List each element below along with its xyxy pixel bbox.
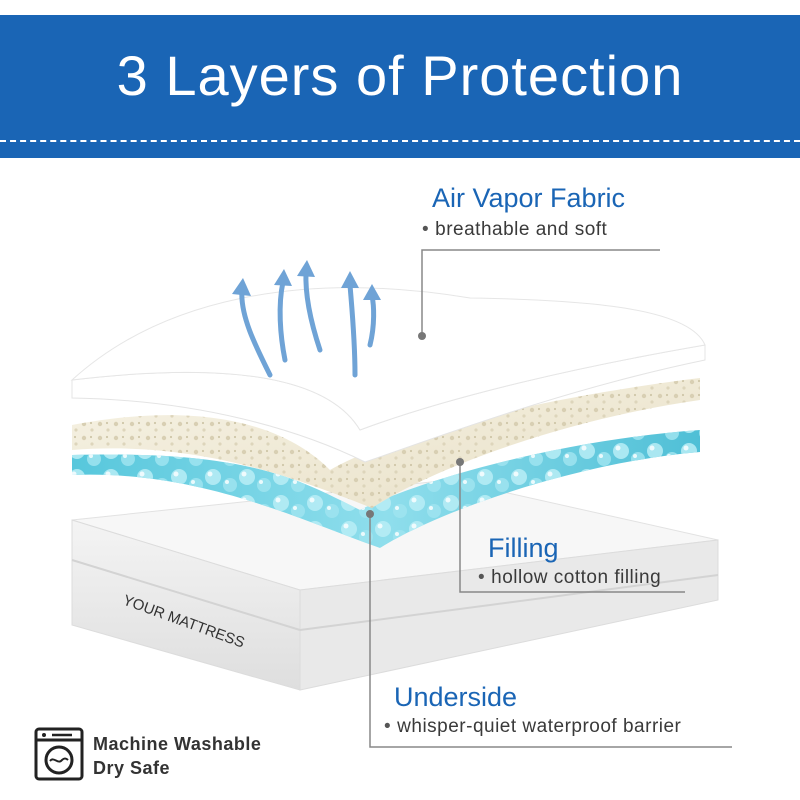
mattress: [71, 479, 719, 691]
layer-title-filling: Filling: [488, 533, 559, 563]
care-line-washable: Machine Washable: [93, 734, 262, 754]
page-title: 3 Layers of Protection: [116, 44, 684, 107]
airflow-arrowheads: [232, 260, 381, 300]
layer-subtitle-fabric: •breathable and soft: [422, 219, 608, 240]
washing-machine-icon: [34, 727, 84, 781]
layer-subtitle-filling: •hollow cotton filling: [478, 567, 662, 588]
leader-dot-underside: [366, 510, 374, 518]
bullet-icon: •: [384, 716, 392, 737]
leader-dot-fabric: [418, 332, 426, 340]
leader-dot-filling: [456, 458, 464, 466]
header-banner: 3 Layers of Protection: [0, 15, 800, 158]
layer-subtitle-underside: •whisper-quiet waterproof barrier: [384, 716, 682, 737]
bullet-icon: •: [478, 567, 486, 588]
cotton-filling-layer: [72, 378, 700, 508]
layer-title-fabric: Air Vapor Fabric: [432, 183, 626, 213]
cooling-layer: [72, 430, 700, 548]
bullet-icon: •: [422, 219, 430, 240]
layer-title-underside: Underside: [394, 682, 518, 712]
banner-dashed-line: [0, 140, 800, 142]
airflow-arrows-icon: [239, 269, 377, 378]
care-line-dry: Dry Safe: [93, 758, 171, 778]
leader-lines: [369, 249, 732, 748]
top-fabric-sheet: [70, 287, 706, 431]
